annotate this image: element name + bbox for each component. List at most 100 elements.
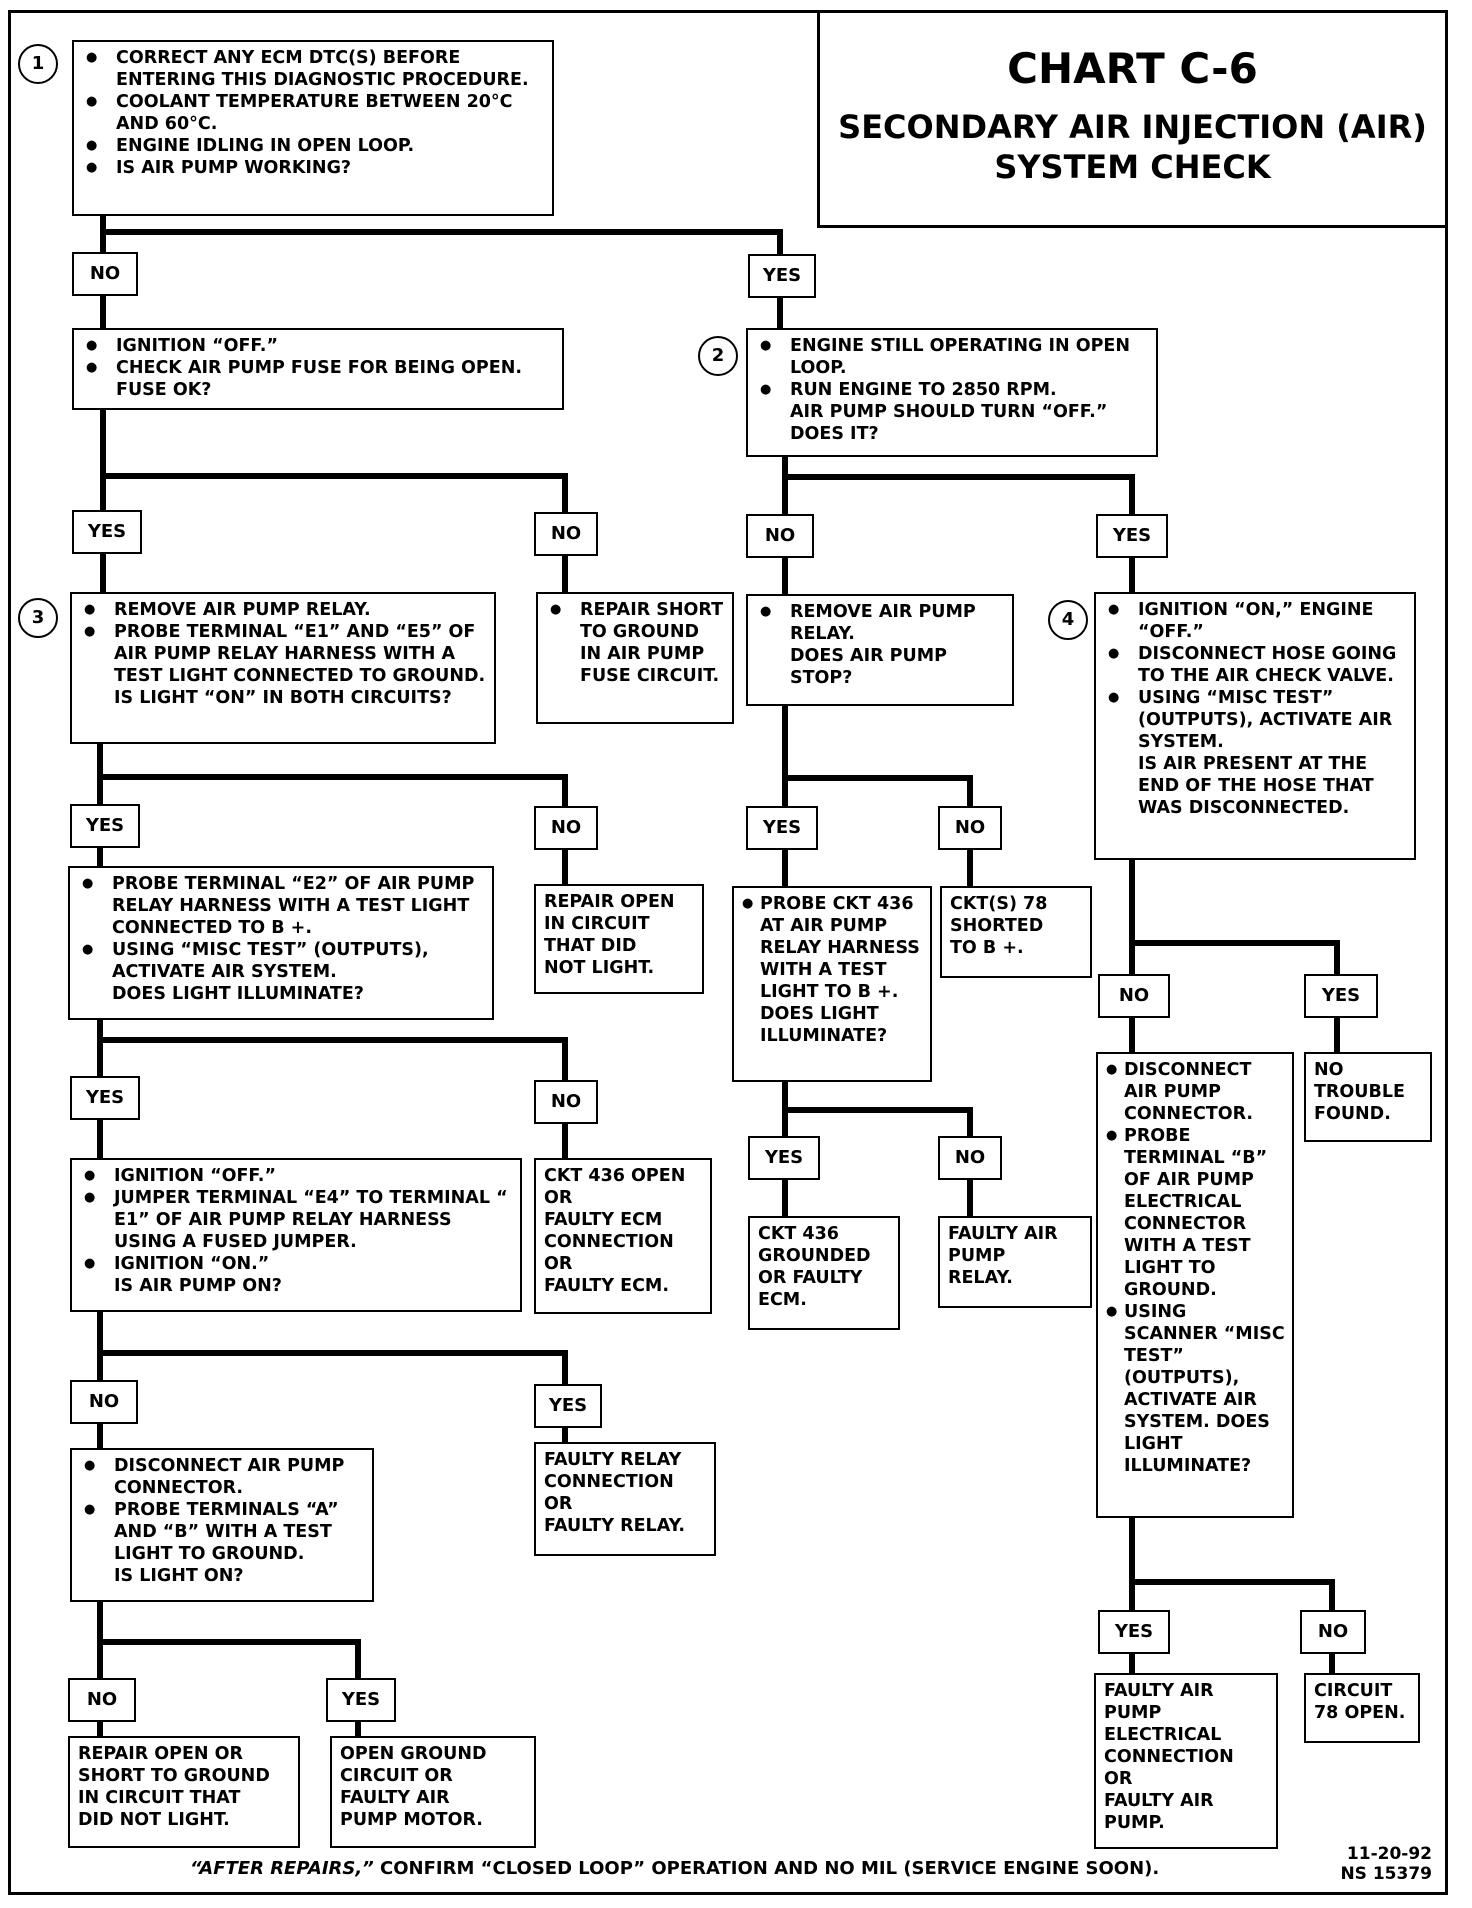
label-no: NO <box>938 806 1002 850</box>
jumper-box: IGNITION “OFF.” JUMPER TERMINAL “E4” TO … <box>70 1158 522 1312</box>
disconnect-probe-item: PROBE TERMINAL “B” OF AIR PUMP ELECTRICA… <box>1106 1125 1286 1301</box>
label-no: NO <box>534 806 598 850</box>
label-yes: YES <box>72 510 142 554</box>
ckt78-open-text: CIRCUIT 78 OPEN. <box>1314 1681 1406 1723</box>
label-yes: YES <box>748 1136 820 1180</box>
repair-open-short-text: REPAIR OPEN OR SHORT TO GROUND IN CIRCUI… <box>78 1744 270 1830</box>
ckt78-shorted-box: CKT(S) 78 SHORTED TO B +. <box>940 886 1092 978</box>
label-no: NO <box>534 512 598 556</box>
jumper-item: JUMPER TERMINAL “E4” TO TERMINAL “ E1” O… <box>80 1187 514 1253</box>
label-no: NO <box>746 514 814 558</box>
label-no: NO <box>534 1080 598 1124</box>
e2-probe-item: USING “MISC TEST” (OUTPUTS), ACTIVATE AI… <box>78 939 486 983</box>
start-item: COOLANT TEMPERATURE BETWEEN 20°C AND 60°… <box>82 91 546 135</box>
title-block: CHART C-6 SECONDARY AIR INJECTION (AIR) … <box>817 12 1445 228</box>
page-frame <box>8 10 1448 1895</box>
open-loop-question: AIR PUMP SHOULD TURN “OFF.” DOES IT? <box>790 402 1108 444</box>
fuse-check-question: FUSE OK? <box>116 380 212 400</box>
e2-probe-item: PROBE TERMINAL “E2” OF AIR PUMP RELAY HA… <box>78 873 486 939</box>
hose-check-item: IGNITION “ON,” ENGINE “OFF.” <box>1104 599 1408 643</box>
label-yes: YES <box>748 254 816 298</box>
repair-open-text: REPAIR OPEN IN CIRCUIT THAT DID NOT LIGH… <box>544 892 675 978</box>
repair-short-box: REPAIR SHORT TO GROUND IN AIR PUMP FUSE … <box>536 592 734 724</box>
ab-probe-item: PROBE TERMINALS “A” AND “B” WITH A TEST … <box>80 1499 366 1565</box>
ckt436-probe-box: PROBE CKT 436 AT AIR PUMP RELAY HARNESS … <box>732 886 932 1082</box>
step-3-marker: 3 <box>18 598 58 638</box>
start-item: IS AIR PUMP WORKING? <box>82 157 546 179</box>
start-item: ENGINE IDLING IN OPEN LOOP. <box>82 135 546 157</box>
open-loop-item: ENGINE STILL OPERATING IN OPEN LOOP. <box>756 335 1150 379</box>
remove-relay-item: REMOVE AIR PUMP RELAY. <box>756 601 1006 645</box>
relay-probe-item: PROBE TERMINAL “E1” AND “E5” OF AIR PUMP… <box>80 621 488 687</box>
disconnect-probe-box: DISCONNECT AIR PUMP CONNECTOR. PROBE TER… <box>1096 1052 1294 1518</box>
label-no: NO <box>70 1380 138 1424</box>
start-conditions-box: CORRECT ANY ECM DTC(s) BEFORE ENTERING T… <box>72 40 554 216</box>
ckt436-grounded-text: CKT 436 GROUNDED OR FAULTY ECM. <box>758 1224 871 1310</box>
ckt436-probe-item: PROBE CKT 436 AT AIR PUMP RELAY HARNESS … <box>742 893 924 1003</box>
document-number: NS 15379 <box>1340 1864 1432 1884</box>
open-ground-text: OPEN GROUND CIRCUIT OR FAULTY AIR PUMP M… <box>340 1744 487 1830</box>
faulty-relay-text: FAULTY AIR PUMP RELAY. <box>948 1224 1058 1288</box>
document-date: 11-20-92 <box>1346 1844 1432 1864</box>
relay-probe-box: REMOVE AIR PUMP RELAY. PROBE TERMINAL “E… <box>70 592 496 744</box>
repair-open-box: REPAIR OPEN IN CIRCUIT THAT DID NOT LIGH… <box>534 884 704 994</box>
no-trouble-box: NO TROUBLE FOUND. <box>1304 1052 1432 1142</box>
faulty-relay-connection-box: FAULTY RELAY CONNECTION OR FAULTY RELAY. <box>534 1442 716 1556</box>
label-yes: YES <box>1096 514 1168 558</box>
open-ground-box: OPEN GROUND CIRCUIT OR FAULTY AIR PUMP M… <box>330 1736 536 1848</box>
fuse-check-item: CHECK AIR PUMP FUSE FOR BEING OPEN. <box>82 357 556 379</box>
faulty-pump-connection-text: FAULTY AIR PUMP ELECTRICAL CONNECTION OR… <box>1104 1681 1234 1833</box>
jumper-question: IS AIR PUMP ON? <box>114 1276 282 1296</box>
disconnect-probe-item: DISCONNECT AIR PUMP CONNECTOR. <box>1106 1059 1286 1125</box>
label-yes: YES <box>1304 974 1378 1018</box>
document-code: 11-20-92 NS 15379 <box>1340 1844 1432 1884</box>
fuse-check-item: IGNITION “OFF.” <box>82 335 556 357</box>
faulty-relay-box: FAULTY AIR PUMP RELAY. <box>938 1216 1092 1308</box>
footer-italic: “AFTER REPAIRS,” <box>190 1858 374 1879</box>
repair-short-item: REPAIR SHORT TO GROUND IN AIR PUMP FUSE … <box>546 599 726 687</box>
fuse-check-box: IGNITION “OFF.” CHECK AIR PUMP FUSE FOR … <box>72 328 564 410</box>
relay-probe-question: IS LIGHT “ON” IN BOTH CIRCUITS? <box>114 688 452 708</box>
label-yes: YES <box>1098 1610 1170 1654</box>
label-no: NO <box>1098 974 1170 1018</box>
label-no: NO <box>1300 1610 1366 1654</box>
remove-relay-box: REMOVE AIR PUMP RELAY. DOES AIR PUMP STO… <box>746 594 1014 706</box>
ckt436-open-text: CKT 436 OPEN OR FAULTY ECM CONNECTION OR… <box>544 1166 686 1296</box>
ckt436-open-box: CKT 436 OPEN OR FAULTY ECM CONNECTION OR… <box>534 1158 712 1314</box>
label-yes: YES <box>326 1678 396 1722</box>
jumper-item: IGNITION “OFF.” <box>80 1165 514 1187</box>
ab-probe-box: DISCONNECT AIR PUMP CONNECTOR. PROBE TER… <box>70 1448 374 1602</box>
label-yes: YES <box>746 806 818 850</box>
step-4-marker: 4 <box>1048 600 1088 640</box>
start-item: CORRECT ANY ECM DTC(s) BEFORE ENTERING T… <box>82 47 546 91</box>
hose-check-question: IS AIR PRESENT AT THE END OF THE HOSE TH… <box>1138 754 1374 818</box>
open-loop-item: RUN ENGINE TO 2850 RPM. <box>756 379 1150 401</box>
label-yes: YES <box>534 1384 602 1428</box>
jumper-item: IGNITION “ON.” <box>80 1253 514 1275</box>
label-no: NO <box>938 1136 1002 1180</box>
ab-probe-item: DISCONNECT AIR PUMP CONNECTOR. <box>80 1455 366 1499</box>
disconnect-probe-item: USING SCANNER “MISC TEST” (OUTPUTS), ACT… <box>1106 1301 1286 1477</box>
repair-open-short-box: REPAIR OPEN OR SHORT TO GROUND IN CIRCUI… <box>68 1736 300 1848</box>
open-loop-box: ENGINE STILL OPERATING IN OPEN LOOP. RUN… <box>746 328 1158 457</box>
faulty-relay-connection-text: FAULTY RELAY CONNECTION OR FAULTY RELAY. <box>544 1450 685 1536</box>
label-yes: YES <box>70 804 140 848</box>
ckt436-probe-question: DOES LIGHT ILLUMINATE? <box>760 1004 888 1046</box>
hose-check-box: IGNITION “ON,” ENGINE “OFF.” DISCONNECT … <box>1094 592 1416 860</box>
footer-note: “AFTER REPAIRS,” CONFIRM “CLOSED LOOP” O… <box>190 1858 1159 1879</box>
ckt78-shorted-text: CKT(S) 78 SHORTED TO B +. <box>950 894 1048 958</box>
label-no: NO <box>68 1678 136 1722</box>
ckt436-grounded-box: CKT 436 GROUNDED OR FAULTY ECM. <box>748 1216 900 1330</box>
e2-probe-question: DOES LIGHT ILLUMINATE? <box>112 984 364 1004</box>
step-1-marker: 1 <box>18 44 58 84</box>
label-yes: YES <box>70 1076 140 1120</box>
remove-relay-question: DOES AIR PUMP STOP? <box>790 646 947 688</box>
faulty-pump-connection-box: FAULTY AIR PUMP ELECTRICAL CONNECTION OR… <box>1094 1673 1278 1849</box>
e2-probe-box: PROBE TERMINAL “E2” OF AIR PUMP RELAY HA… <box>68 866 494 1020</box>
label-no: NO <box>72 252 138 296</box>
chart-title: SECONDARY AIR INJECTION (AIR) SYSTEM CHE… <box>838 108 1427 186</box>
relay-probe-item: REMOVE AIR PUMP RELAY. <box>80 599 488 621</box>
step-2-marker: 2 <box>698 336 738 376</box>
no-trouble-text: NO TROUBLE FOUND. <box>1314 1060 1405 1124</box>
